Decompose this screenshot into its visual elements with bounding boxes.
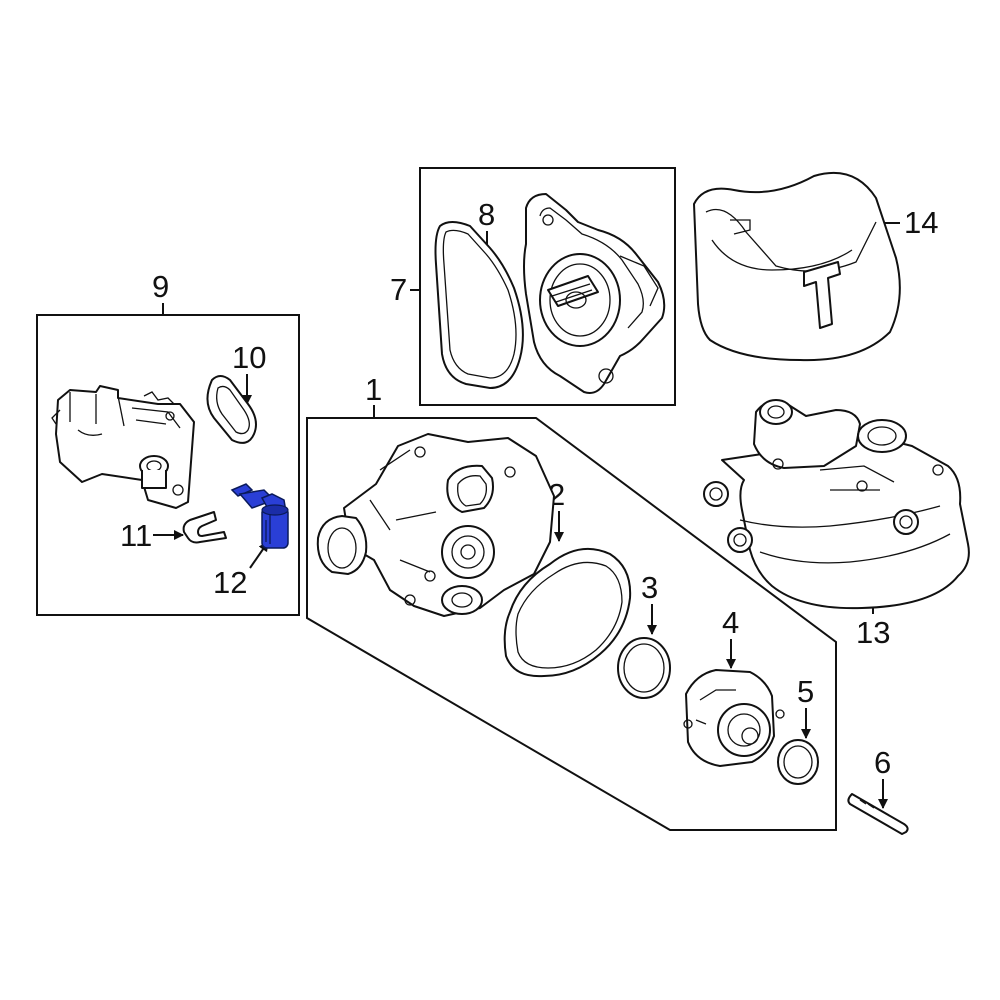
callout-14: 14 [904, 205, 938, 240]
callout-7: 7 [390, 272, 407, 307]
callout-10: 10 [232, 340, 266, 375]
o-ring-large [617, 637, 671, 699]
callout-4: 4 [722, 605, 739, 640]
callout-6: 6 [874, 745, 891, 780]
pump-cover-gasket [434, 221, 524, 389]
pump-housing-assembly [703, 399, 970, 610]
pump-impeller-unit [683, 669, 785, 767]
pump-gasket-large [503, 547, 632, 678]
callout-3: 3 [641, 570, 658, 605]
stud-pin [847, 793, 909, 835]
callout-8: 8 [478, 197, 495, 232]
group-box-1 [306, 417, 837, 831]
insulation-cover [693, 171, 901, 362]
callout-5: 5 [797, 674, 814, 709]
thermostat-seal [206, 375, 257, 444]
water-pump-body [316, 433, 555, 617]
group-box-7 [419, 167, 676, 406]
callout-11: 11 [120, 518, 152, 553]
group-box-9 [36, 314, 300, 616]
callout-13: 13 [856, 615, 890, 650]
thermostat-housing [51, 385, 195, 509]
temperature-sensor [230, 483, 289, 549]
callout-9: 9 [152, 269, 169, 304]
callout-1: 1 [365, 372, 382, 407]
retaining-clip [182, 511, 227, 544]
o-ring-small [777, 739, 819, 785]
pump-cover [523, 193, 666, 394]
callout-12: 12 [213, 565, 247, 600]
